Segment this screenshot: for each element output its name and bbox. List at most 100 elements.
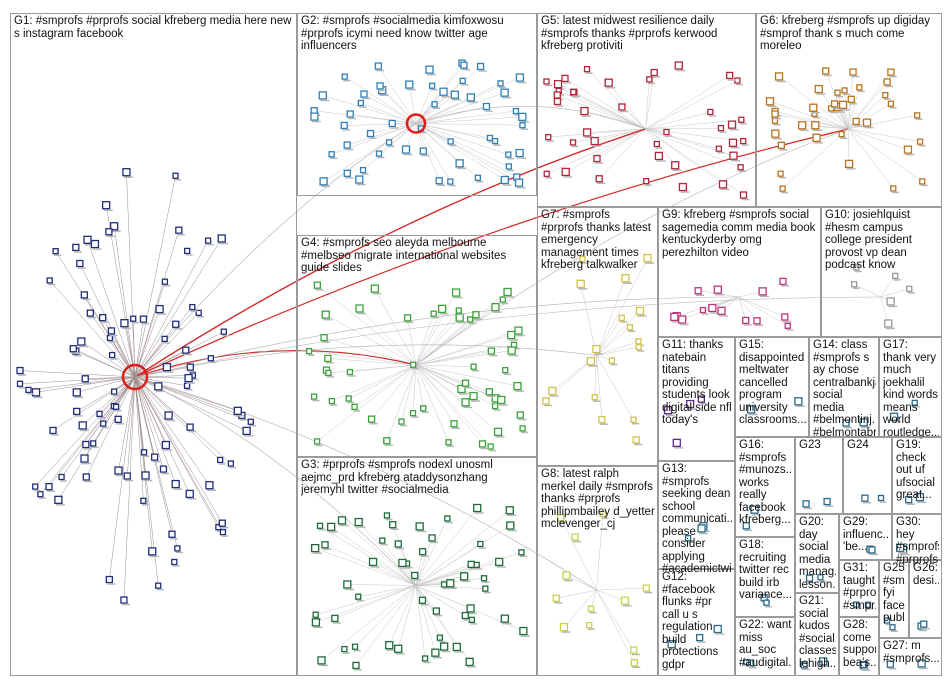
edge bbox=[309, 350, 417, 366]
edge bbox=[315, 547, 417, 586]
group-label: G27: m #smprofs... bbox=[883, 640, 939, 665]
node-icon bbox=[31, 388, 41, 397]
node-icon bbox=[726, 71, 734, 80]
node-icon bbox=[409, 410, 417, 417]
node-icon bbox=[398, 418, 405, 425]
node-icon bbox=[155, 582, 162, 589]
node-icon bbox=[562, 571, 571, 580]
edge bbox=[371, 364, 417, 420]
node-icon bbox=[312, 611, 319, 618]
node-icon bbox=[175, 226, 183, 234]
edge bbox=[847, 128, 909, 150]
edge bbox=[557, 94, 646, 130]
edge bbox=[586, 68, 646, 130]
group-panel-g15: G15: disappointed meltwater cancelled pr… bbox=[735, 337, 809, 437]
group-label: G22: want miss au_soc #audigital... bbox=[739, 619, 792, 669]
node-icon bbox=[310, 393, 318, 400]
node-icon bbox=[765, 97, 775, 106]
group-label: G13: #smprofs seeking dean school commun… bbox=[662, 463, 732, 575]
node-icon bbox=[52, 248, 59, 255]
node-icon bbox=[593, 154, 601, 163]
edge bbox=[645, 72, 655, 130]
group-panel-g21: G21: social kudos #social... classes leh… bbox=[795, 593, 839, 676]
node-icon bbox=[586, 621, 593, 629]
group-panel-g8: G8: latest ralph merkel daily #smprofs t… bbox=[537, 466, 658, 676]
edge bbox=[134, 376, 210, 486]
node-icon bbox=[856, 84, 863, 91]
edge bbox=[415, 364, 424, 409]
edge bbox=[645, 75, 730, 130]
node-icon bbox=[398, 558, 407, 568]
node-icon bbox=[729, 151, 738, 160]
edge bbox=[415, 350, 512, 366]
node-icon bbox=[37, 491, 44, 498]
edge bbox=[415, 364, 499, 433]
edge bbox=[103, 376, 136, 424]
node-icon bbox=[514, 178, 524, 187]
edge bbox=[415, 62, 463, 124]
node-icon bbox=[838, 100, 848, 109]
node-icon bbox=[903, 145, 913, 154]
node-icon bbox=[476, 62, 485, 71]
node-icon bbox=[727, 120, 737, 129]
node-icon bbox=[777, 170, 784, 177]
edge bbox=[645, 128, 719, 149]
node-icon bbox=[383, 512, 391, 519]
edge bbox=[645, 128, 676, 166]
node-icon bbox=[608, 357, 616, 364]
edge bbox=[415, 364, 466, 403]
edge bbox=[314, 110, 417, 124]
edge bbox=[134, 376, 189, 379]
edge bbox=[775, 111, 849, 130]
inter-group-edge bbox=[134, 296, 881, 378]
node-icon bbox=[445, 439, 452, 446]
node-icon bbox=[518, 112, 527, 122]
group-label: G16: #smprofs #munozs... works really fa… bbox=[739, 439, 792, 526]
edge bbox=[854, 283, 881, 298]
group-label: G24 bbox=[847, 439, 869, 451]
node-icon bbox=[882, 91, 889, 99]
edge bbox=[415, 364, 449, 443]
node-icon bbox=[580, 106, 589, 116]
node-icon bbox=[642, 584, 651, 592]
node-icon bbox=[781, 313, 789, 321]
node-icon bbox=[917, 659, 926, 668]
edge bbox=[412, 364, 417, 414]
node-icon bbox=[800, 661, 808, 669]
edge bbox=[348, 364, 417, 399]
node-icon bbox=[69, 345, 77, 353]
edge bbox=[61, 376, 136, 478]
edge bbox=[415, 123, 520, 183]
node-icon bbox=[491, 303, 500, 312]
node-icon bbox=[582, 128, 592, 137]
group-label: G8: latest ralph merkel daily #smprofs t… bbox=[541, 468, 655, 530]
node-icon bbox=[753, 317, 761, 325]
edge bbox=[374, 288, 417, 366]
node-icon bbox=[355, 304, 364, 313]
edge bbox=[405, 123, 417, 150]
edge bbox=[35, 376, 136, 393]
node-icon bbox=[25, 386, 32, 394]
node-icon bbox=[678, 182, 688, 192]
edge bbox=[847, 87, 860, 130]
edge bbox=[115, 376, 136, 407]
node-icon bbox=[345, 395, 352, 402]
node-icon bbox=[455, 307, 462, 314]
edge bbox=[81, 341, 136, 378]
edge bbox=[415, 364, 466, 384]
edge bbox=[415, 364, 496, 407]
group-panel-g3: G3: #prprofs #smprofs nodexl unosml aejm… bbox=[297, 457, 537, 676]
node-icon bbox=[82, 473, 90, 481]
edge bbox=[86, 376, 136, 478]
edge bbox=[596, 513, 604, 591]
edge bbox=[415, 92, 505, 124]
node-icon bbox=[889, 624, 896, 631]
node-icon bbox=[853, 264, 860, 271]
edge bbox=[596, 589, 626, 601]
edge bbox=[19, 370, 136, 378]
node-icon bbox=[431, 101, 438, 108]
node-icon bbox=[576, 279, 585, 288]
edge bbox=[134, 240, 209, 378]
edge bbox=[415, 123, 509, 167]
node-icon bbox=[779, 277, 787, 286]
